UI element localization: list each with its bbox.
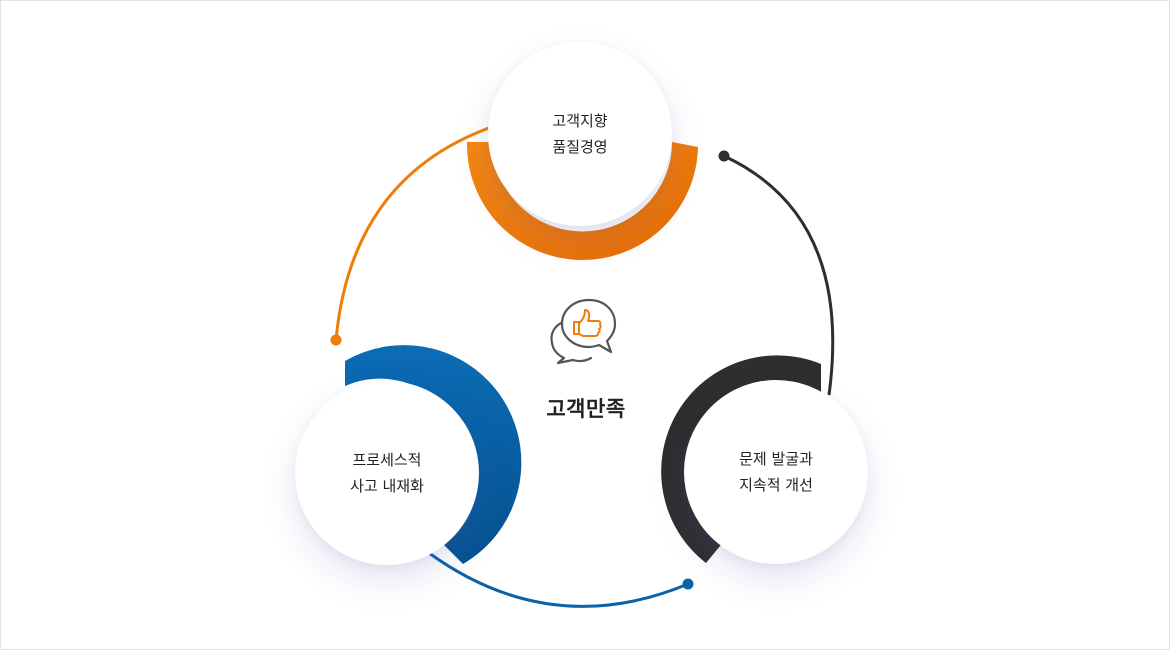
stage-label-line2: 지속적 개선: [739, 476, 813, 494]
stage-label-line2: 사고 내재화: [350, 477, 424, 495]
stage-node-customer-quality: 고객지향 품질경영: [488, 42, 672, 226]
thumbs-up-speech-bubble-icon: [550, 298, 617, 365]
connector-orange: [334, 126, 490, 341]
ring-arc-blue: [345, 345, 522, 564]
stage-node-process-thinking: 프로세스적 사고 내재화: [295, 381, 479, 565]
connector-dot-dark: [718, 150, 730, 162]
connector-blue: [428, 551, 689, 608]
stage-label-line1: 고객지향: [552, 112, 608, 130]
center-label: 고객만족: [546, 397, 626, 421]
stage-label-line2: 품질경영: [552, 138, 608, 156]
ring-arc-orange: [466, 142, 698, 261]
stage-node-problem-improvement: 문제 발굴과 지속적 개선: [684, 380, 868, 564]
stage-label-line1: 문제 발굴과: [739, 450, 813, 468]
connector-dot-blue: [682, 578, 694, 590]
connector-dark: [723, 154, 835, 396]
stage-label-line1: 프로세스적: [352, 451, 422, 469]
connector-dot-orange: [330, 334, 342, 346]
